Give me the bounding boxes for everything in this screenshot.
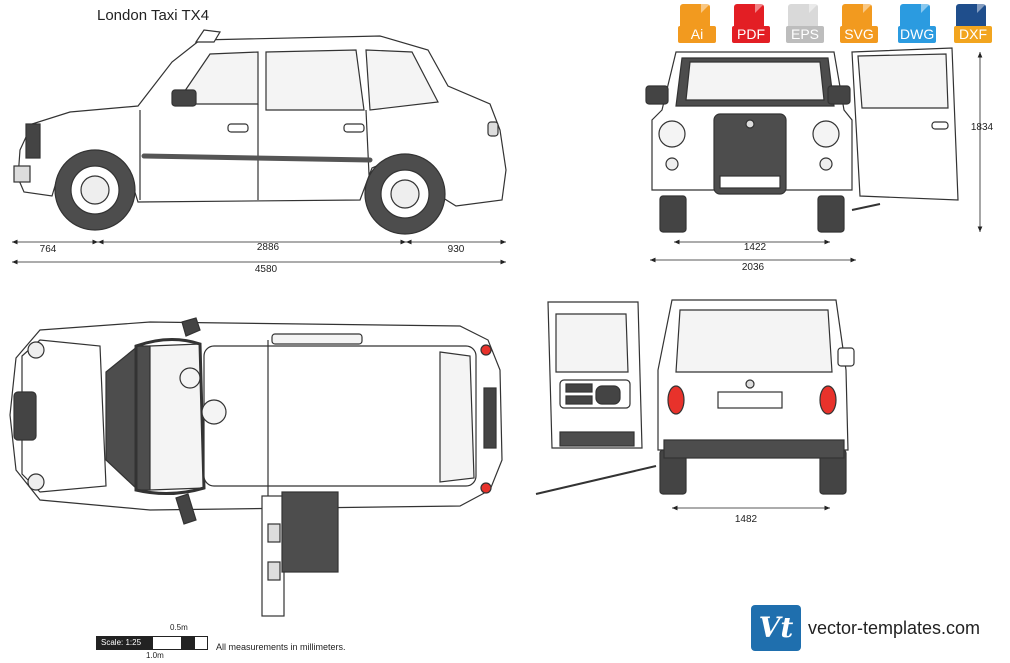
side-front-window [174,51,259,105]
side-dimensions [12,239,506,265]
dwg-label: DWG [898,26,937,43]
pdf-label: PDF [732,26,770,43]
front-view [645,47,959,233]
scale-label: Scale: 1:25 [101,638,142,647]
scale-bar: Scale: 1:25 [96,636,208,650]
dim-length: 4580 [255,264,278,275]
side-quarter-window [365,49,439,111]
side-rear-door-window [265,49,365,111]
drawing-title: London Taxi TX4 [97,7,210,24]
dim-height: 1834 [971,122,994,133]
side-view [13,29,507,235]
dxf-label: DXF [954,26,992,43]
rear-window [675,309,833,373]
ai-label: Ai [678,26,716,43]
brand-url[interactable]: vector-templates.com [808,618,981,638]
front-grille [713,113,787,195]
scale-half-meter: 0.5m [170,623,188,632]
front-dimensions [650,52,983,263]
dim-rear-overhang: 930 [448,244,465,255]
eps-label: EPS [786,26,824,43]
dim-wheelbase: 2886 [257,242,280,253]
rear-view [535,299,855,495]
dim-front-overhang: 764 [40,244,57,255]
dim-front-track: 1422 [744,242,767,253]
pdf-format-icon[interactable]: PDF [732,4,770,48]
ai-format-icon[interactable]: Ai [678,4,716,48]
dim-rear-track: 1482 [735,514,758,525]
dwg-format-icon[interactable]: DWG [898,4,937,48]
top-view [9,317,503,617]
measurement-note: All measurements in millimeters. [216,642,346,652]
scale-meter: 1.0m [146,651,164,660]
top-open-door [261,495,285,617]
dim-width: 2036 [742,262,765,273]
svg-format-icon[interactable]: SVG [840,4,878,48]
eps-format-icon[interactable]: EPS [786,4,824,48]
brand-logo-icon[interactable]: Vt [751,605,801,651]
dxf-format-icon[interactable]: DXF [954,4,992,48]
svg-label: SVG [840,26,878,43]
